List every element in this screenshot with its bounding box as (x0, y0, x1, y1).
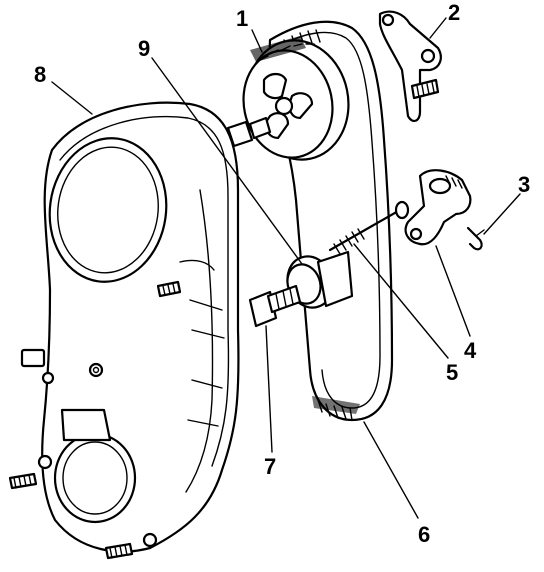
cover-screw-left (8, 472, 38, 490)
callout-2: 2 (448, 0, 460, 25)
sprocket-bolt (226, 116, 272, 148)
leader-2 (429, 17, 447, 39)
callout-1: 1 (236, 6, 248, 31)
part-4-tensioner-plate (404, 169, 472, 246)
leader-lines (51, 17, 521, 519)
callout-5: 5 (446, 360, 458, 385)
callout-3: 3 (518, 172, 530, 197)
callouts: 1 2 3 4 5 6 7 8 9 (34, 0, 530, 547)
leader-8 (51, 81, 93, 115)
leader-5 (353, 243, 449, 359)
callout-8: 8 (34, 62, 46, 87)
callout-7: 7 (264, 454, 276, 479)
part-3-clip (466, 226, 485, 251)
part-7-pulley-bolt (248, 284, 302, 328)
part-9-tensioner-pulley (286, 250, 354, 309)
leader-6 (363, 421, 419, 519)
leader-3 (483, 193, 521, 235)
cover-screw-bottom (104, 542, 134, 560)
cover-screw-mid (156, 280, 182, 298)
part-8-timing-belt-cover (8, 101, 240, 560)
part-5-tensioner-stud (328, 200, 410, 255)
leader-7 (265, 325, 273, 453)
bracket-screw (410, 78, 440, 100)
callout-4: 4 (464, 338, 477, 363)
leader-9 (151, 57, 303, 265)
callout-9: 9 (138, 36, 150, 61)
callout-6: 6 (418, 522, 430, 547)
part-2-bracket (378, 10, 442, 122)
leader-1 (251, 29, 263, 53)
leader-4 (435, 245, 471, 337)
